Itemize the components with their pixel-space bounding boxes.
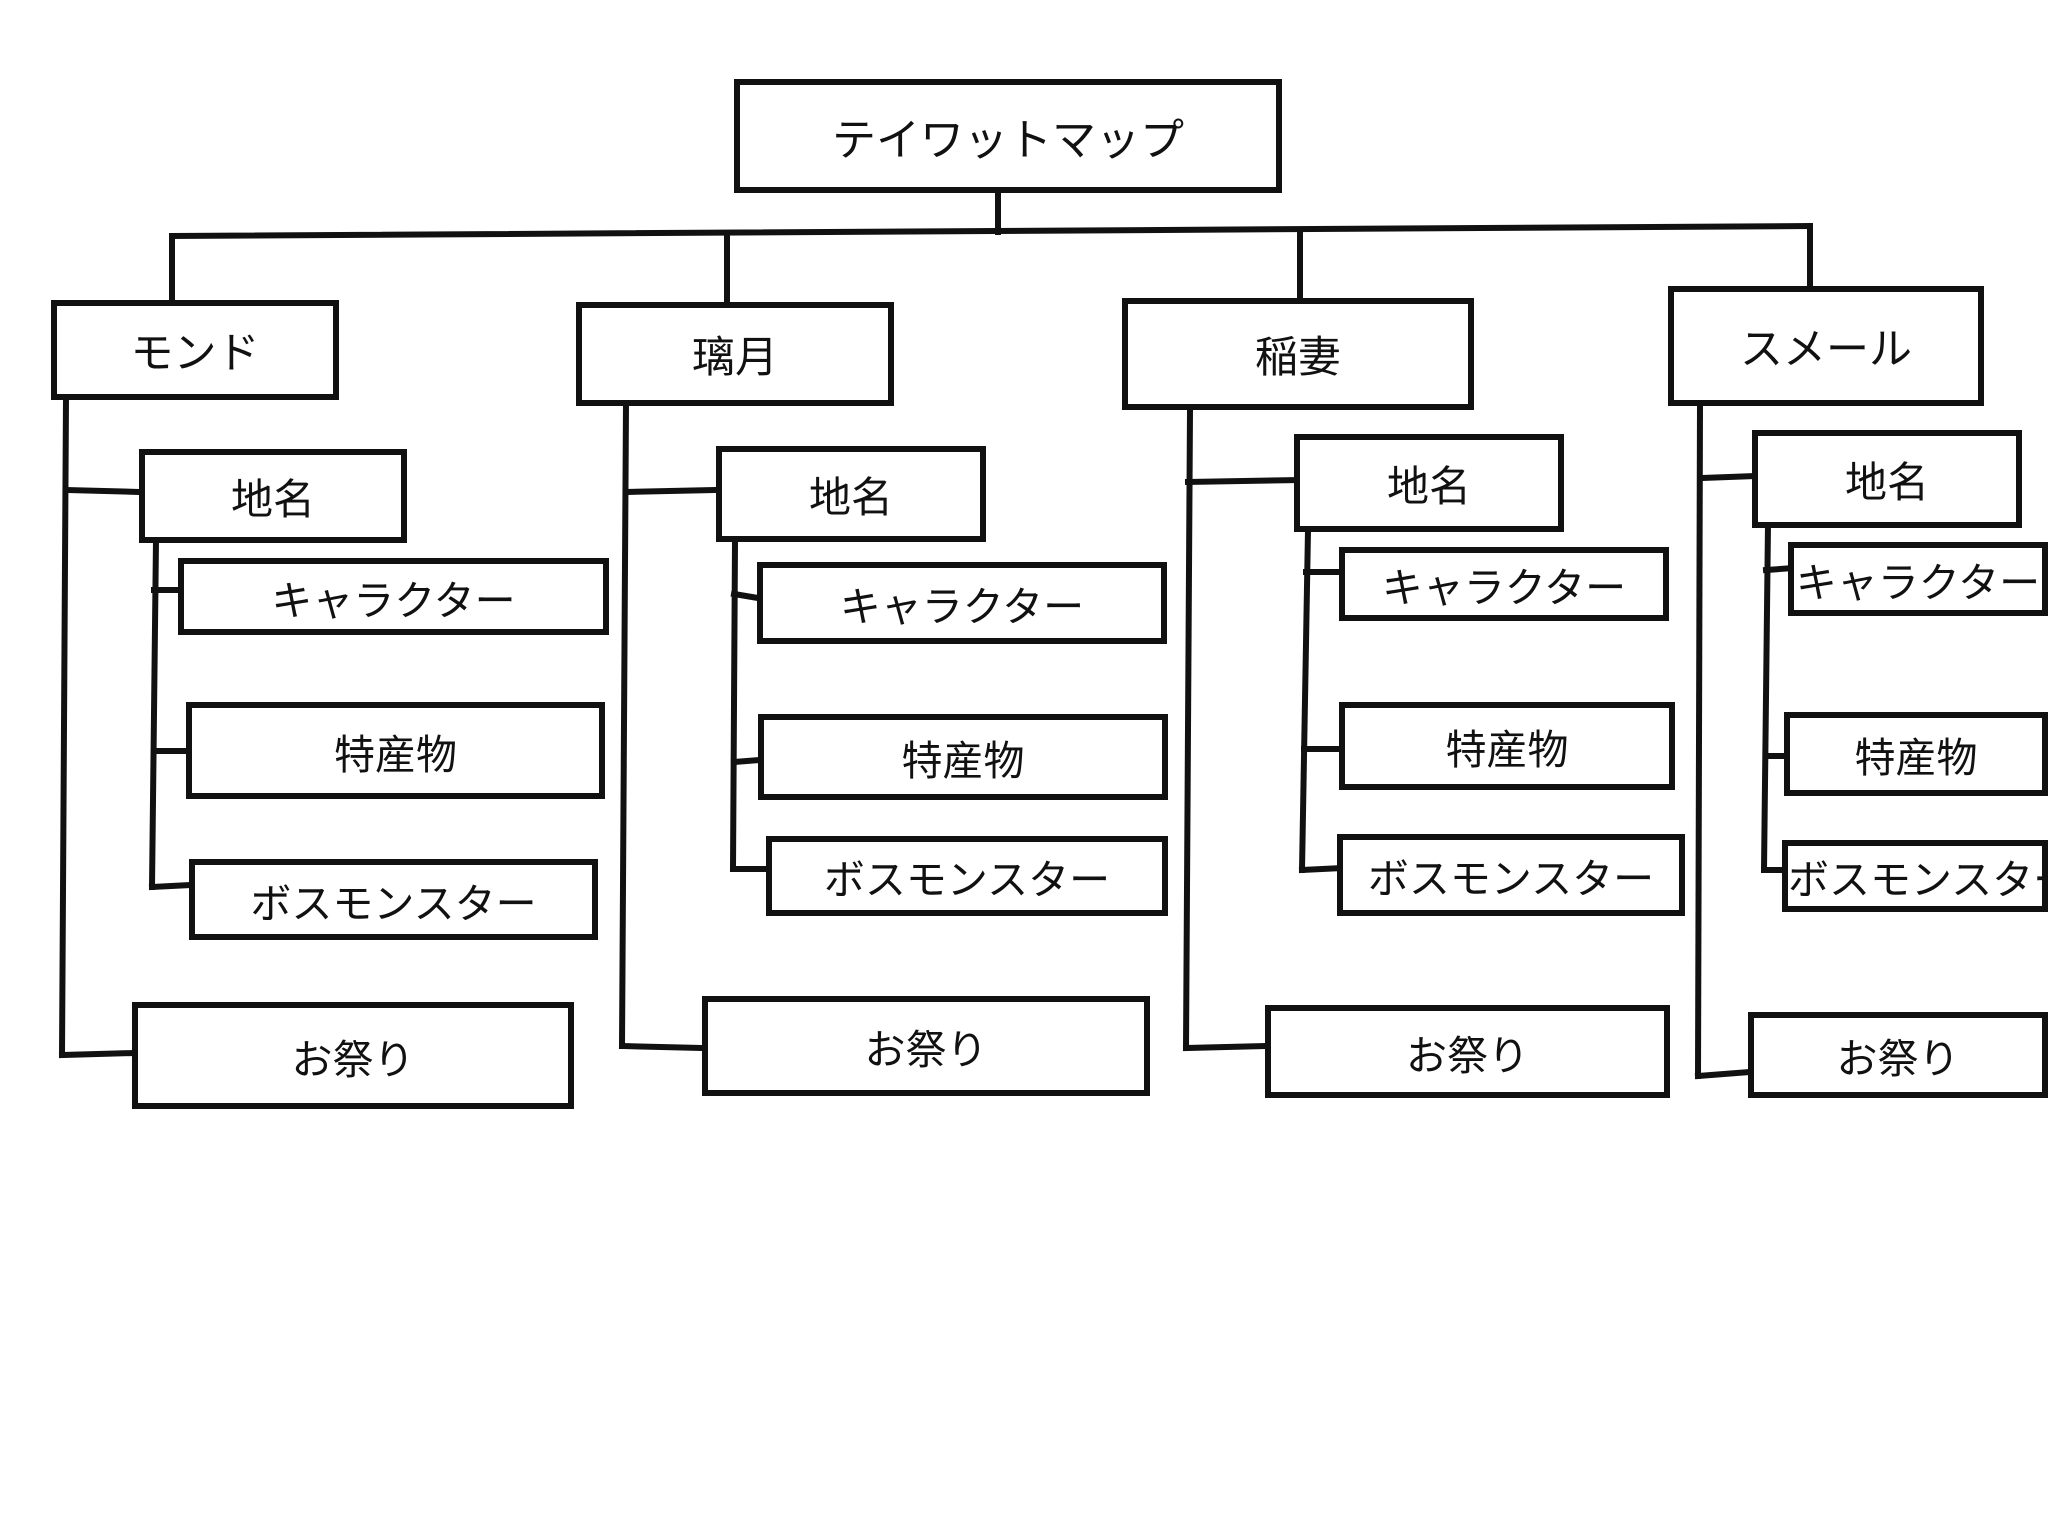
boss-node-liyue: ボスモンスター bbox=[766, 836, 1168, 916]
region-node-sumeru: スメール bbox=[1668, 286, 1984, 406]
specialty-node-inazuma: 特産物 bbox=[1339, 702, 1675, 790]
region-label: モンド bbox=[130, 329, 260, 379]
item-label: ボスモンスター bbox=[823, 856, 1111, 904]
connector-trunk bbox=[168, 222, 1814, 240]
specialty-node-mond: 特産物 bbox=[186, 702, 605, 799]
region-label: 稲妻 bbox=[1255, 333, 1341, 383]
connector-mond-place bbox=[62, 486, 144, 496]
specialty-node-sumeru: 特産物 bbox=[1784, 712, 2048, 796]
region-node-liyue: 璃月 bbox=[576, 302, 894, 406]
item-label: キャラクター bbox=[1795, 559, 2041, 607]
region-node-inazuma: 稲妻 bbox=[1122, 298, 1474, 410]
connector-liyue-spine bbox=[618, 400, 630, 1050]
festival-label: お祭り bbox=[864, 1026, 988, 1074]
character-node-mond: キャラクター bbox=[178, 558, 609, 635]
item-label: ボスモンスター bbox=[250, 879, 537, 928]
character-node-sumeru: キャラクター bbox=[1788, 542, 2048, 616]
character-node-inazuma: キャラクター bbox=[1339, 547, 1669, 621]
connector-liyue-item-2 bbox=[730, 756, 764, 766]
place-label: 地名 bbox=[1844, 457, 1929, 507]
region-label: スメール bbox=[1740, 325, 1912, 375]
festival-node-sumeru: お祭り bbox=[1748, 1012, 2048, 1098]
item-label: 特産物 bbox=[1854, 734, 1978, 782]
festival-node-inazuma: お祭り bbox=[1265, 1005, 1670, 1098]
connector-mond-item-3 bbox=[148, 881, 194, 891]
connector-sumeru-spine bbox=[1694, 400, 1704, 1080]
connector-mond-subspine bbox=[148, 536, 160, 891]
connector-liyue-festival bbox=[618, 1042, 708, 1052]
boss-node-sumeru: ボスモンスター bbox=[1782, 840, 2048, 912]
place-node-sumeru: 地名 bbox=[1752, 430, 2022, 528]
connector-inazuma-festival bbox=[1182, 1042, 1272, 1052]
festival-node-mond: お祭り bbox=[132, 1002, 574, 1109]
place-label: 地名 bbox=[230, 474, 315, 524]
item-label: キャラクター bbox=[1381, 564, 1627, 612]
connector-sumeru-festival bbox=[1694, 1068, 1754, 1080]
boss-node-mond: ボスモンスター bbox=[189, 859, 598, 940]
character-node-liyue: キャラクター bbox=[757, 562, 1167, 644]
place-label: 地名 bbox=[1386, 461, 1471, 511]
connector-inazuma-subspine bbox=[1298, 526, 1312, 874]
place-label: 地名 bbox=[808, 472, 893, 522]
connector-mond-festival bbox=[58, 1049, 138, 1059]
place-node-mond: 地名 bbox=[139, 449, 407, 543]
item-label: キャラクター bbox=[839, 583, 1085, 631]
place-node-liyue: 地名 bbox=[716, 446, 986, 542]
item-label: ボスモンスター bbox=[1788, 856, 2048, 904]
connector-sumeru-place bbox=[1698, 472, 1760, 482]
item-label: 特産物 bbox=[901, 737, 1025, 785]
festival-label: お祭り bbox=[1406, 1031, 1529, 1080]
root-label: テイワットマップ bbox=[832, 115, 1184, 166]
connector-inazuma-item-3 bbox=[1298, 864, 1346, 874]
festival-node-liyue: お祭り bbox=[702, 996, 1150, 1096]
connector-mond-spine bbox=[58, 394, 70, 1059]
item-label: 特産物 bbox=[1445, 726, 1569, 774]
specialty-node-liyue: 特産物 bbox=[758, 714, 1168, 800]
connector-inazuma-place bbox=[1184, 476, 1302, 486]
connector-sumeru-subspine bbox=[1760, 520, 1772, 874]
connector-liyue-place bbox=[622, 486, 722, 496]
item-label: キャラクター bbox=[271, 576, 516, 625]
root-node: テイワットマップ bbox=[734, 79, 1282, 193]
boss-node-inazuma: ボスモンスター bbox=[1337, 834, 1685, 916]
festival-label: お祭り bbox=[291, 1035, 415, 1084]
region-label: 璃月 bbox=[692, 333, 778, 383]
item-label: ボスモンスター bbox=[1367, 855, 1655, 903]
place-node-inazuma: 地名 bbox=[1294, 434, 1564, 532]
item-label: 特産物 bbox=[334, 730, 457, 779]
region-node-mond: モンド bbox=[51, 300, 339, 400]
connector-liyue-item-1 bbox=[730, 590, 762, 602]
connector-inazuma-spine bbox=[1182, 406, 1194, 1052]
festival-label: お祭り bbox=[1836, 1035, 1960, 1083]
